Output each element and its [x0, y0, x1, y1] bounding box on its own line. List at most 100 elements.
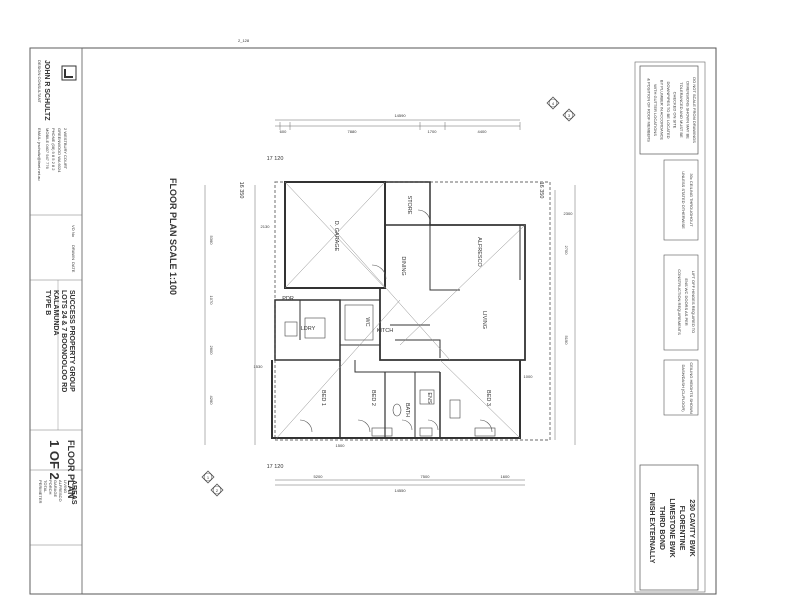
area-row: ALFRESCO: [58, 480, 63, 502]
dim-misc: 1000: [524, 374, 534, 379]
sheet-number: 1 OF 2: [47, 440, 62, 480]
project-line-3: KALAMUNDA: [52, 290, 59, 336]
note-box-heights: [663, 359, 699, 416]
note-box-general: [639, 65, 699, 155]
dim-top-segment: 600: [280, 129, 287, 134]
section-marker-symbol: [201, 470, 215, 484]
note-line: CEILING HEIGHTS SHOWN: [689, 362, 694, 413]
dim-bottom-segment: 5200: [314, 474, 324, 479]
floor-plan-walls: [271, 181, 551, 441]
section-marker-label: 2: [216, 488, 219, 493]
dim-bottom-segment: 1600: [501, 474, 511, 479]
note-line: ENS WC DOORS AS PER: [684, 278, 689, 325]
room-label: STORE: [406, 196, 412, 215]
note-line: BY PLUMBER IN ACCORDANCE: [660, 80, 665, 140]
dim-overall-width-bottom: 17 120: [267, 464, 284, 470]
dim-left-segment: 5360: [209, 236, 214, 246]
room-label: LIVING: [481, 311, 487, 329]
section-marker-symbol: [210, 483, 224, 497]
note-line: DO NOT SCALE FROM DRAWINGS: [692, 77, 697, 143]
dim-top-segment: 7880: [348, 129, 358, 134]
company-name: JOHN R SCHULTZ: [43, 60, 50, 121]
dim-left-segment: 4260: [209, 396, 214, 406]
section-marker-symbol: [562, 108, 576, 122]
project-line-4: TYPE B: [44, 290, 51, 315]
dim-top-segment: 1700: [428, 129, 438, 134]
areas-title: AREAS: [70, 480, 77, 505]
title-block: JOHN R SCHULTZ DESIGN CONSULTANT 2 WESTB…: [29, 47, 83, 595]
note-line: 30c CEILING THROUGHOUT: [689, 173, 694, 227]
dim-right-segment: 2700: [564, 246, 569, 256]
note-line: DASH/DASH (CL/FLOOR): [681, 364, 686, 412]
address-line-3: PHONE (08) 9 8 5 2 8 2: [51, 128, 56, 171]
dim-left-segment: 2600: [209, 346, 214, 356]
room-label: BED 3: [485, 390, 491, 406]
room-label: ENS: [426, 392, 432, 404]
note-line: WITH GUTTER LOCATIONS: [653, 84, 658, 136]
wall-spec-line: FINISH EXTERNALLY: [648, 493, 655, 564]
email-text: EMAIL: jrschultz@iinet.net.au: [37, 128, 42, 181]
dim-bottom-segment: 7500: [421, 474, 431, 479]
fixtures: [284, 304, 496, 437]
note-box-wall-spec: [639, 464, 699, 591]
note-line: & POSITION OF ROOF MEMBERS: [647, 78, 652, 142]
note-line: CHECKED ON SITE: [673, 92, 678, 129]
dim-misc: 1500: [336, 443, 346, 448]
area-row: PERIMETER: [38, 480, 43, 503]
dim-misc: 2300: [564, 211, 574, 216]
wall-spec-line: LIMESTONE BWK: [668, 498, 675, 557]
drawing-title: FLOOR PLAN: [66, 440, 76, 499]
area-row: GARAGE: [53, 480, 58, 497]
room-label: BED 2: [370, 390, 376, 406]
area-row: PORCH: [48, 480, 53, 495]
area-row: LIVING: [63, 480, 68, 493]
roof-lines: [274, 181, 526, 441]
note-line: DIMENSIONS SHOWN MAY BE: [686, 81, 691, 139]
header-date: DATE: [71, 262, 76, 273]
door-swings: [299, 209, 493, 433]
dimension-lines: [204, 119, 576, 486]
address-line-2: GREENWOOD WA 6024: [57, 128, 62, 173]
section-marker-label: 4: [552, 101, 555, 106]
plan-title: FLOOR PLAN SCALE 1:100: [168, 178, 178, 295]
note-box-hinges: [663, 254, 699, 351]
top-mark: 2_128: [238, 38, 250, 43]
section-marker-symbol: [546, 96, 560, 110]
address-line-4: MOBILE 0407 947 776: [45, 128, 50, 169]
room-label: PDR: [282, 296, 294, 302]
section-marker-circle: [212, 485, 222, 495]
note-box-ceiling: [663, 159, 699, 241]
room-label: WC: [364, 317, 370, 326]
room-label: D. GARAGE: [333, 221, 339, 252]
company-sub: DESIGN CONSULTANT: [37, 60, 42, 104]
dim-misc: 2130: [261, 224, 271, 229]
section-marker-label: 3: [568, 113, 571, 118]
note-line: CONSTRUCTION REQUIREMENTS: [677, 269, 682, 335]
project-line-2: LOTS 24 & 7 BOONOOLOO RD: [60, 290, 67, 392]
company-logo: [61, 65, 77, 81]
note-line: LIFT OFF HINGES REQUIRED TO: [691, 271, 696, 333]
section-marker-label: 1: [207, 475, 210, 480]
section-markers: 4 3 1 2: [201, 96, 576, 497]
dim-overall-depth-left: 16 350: [238, 182, 244, 199]
room-label: ALFRESCO: [476, 237, 482, 267]
header-vo: VO No: [71, 225, 76, 238]
note-line: DOWNPIPES TO BE LOCATED: [666, 81, 671, 138]
dim-overall-width-top: 17 120: [267, 156, 284, 162]
note-line: TOLERANCED AND MUST BE: [679, 82, 684, 138]
project-line-1: SUCCESS PROPERTY GROUP: [68, 290, 75, 392]
room-label: KITCH: [377, 328, 394, 334]
section-marker-circle: [203, 472, 213, 482]
dim-misc: 1530: [254, 364, 264, 369]
area-row: TOTAL: [43, 480, 48, 493]
header-drawn: DRAWN: [71, 245, 76, 260]
dim-overall-depth-right: 16 350: [538, 182, 544, 199]
